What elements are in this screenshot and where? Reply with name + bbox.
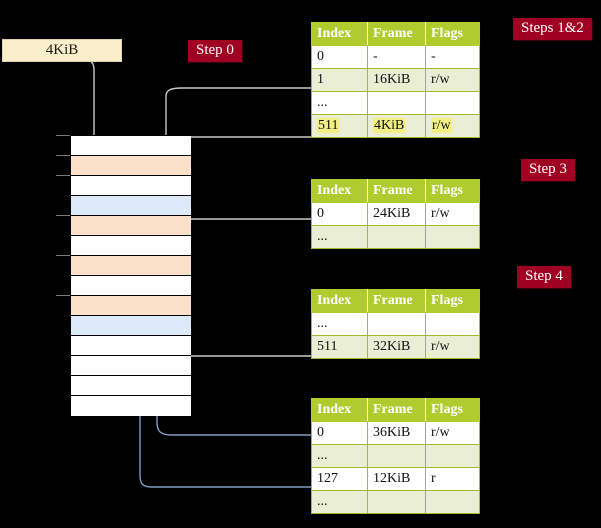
badge-steps-1-2: Steps 1&2 (513, 18, 592, 40)
table-cell (425, 444, 480, 468)
column-header-index: Index (311, 179, 368, 203)
table-cell: 4KiB (367, 114, 426, 138)
page-size-label: 4KiB (45, 42, 79, 58)
memory-tick (56, 295, 70, 296)
table-cell (367, 312, 426, 336)
highlighted-value: 4KiB (373, 118, 406, 133)
column-header-frame: Frame (367, 289, 426, 313)
table-cell: ... (311, 91, 368, 115)
table-cell: r/w (425, 114, 480, 138)
table-cell: ... (311, 225, 368, 249)
table-row: ... (311, 444, 480, 468)
memory-frame-row (71, 196, 191, 216)
memory-frame-row (71, 256, 191, 276)
memory-frame-row (71, 336, 191, 356)
memory-frame-row (71, 216, 191, 236)
table-cell: r/w (425, 202, 480, 226)
table-cell (425, 312, 480, 336)
column-header-index: Index (311, 22, 368, 46)
column-header-frame: Frame (367, 398, 426, 422)
memory-frame-row (71, 396, 191, 416)
table-cell: 16KiB (367, 68, 426, 92)
table-cell: ... (311, 444, 368, 468)
column-header-flags: Flags (425, 179, 480, 203)
memory-frame-row (71, 156, 191, 176)
table-cell (425, 225, 480, 249)
memory-frame-row (71, 276, 191, 296)
memory-frame-row (71, 316, 191, 336)
table-row: ... (311, 490, 480, 514)
memory-tick (56, 215, 70, 216)
table-cell (367, 225, 426, 249)
column-header-index: Index (311, 398, 368, 422)
table-cell: 0 (311, 202, 368, 226)
table-cell: r/w (425, 68, 480, 92)
table-cell: 32KiB (367, 335, 426, 359)
table-cell (425, 490, 480, 514)
memory-tick (56, 255, 70, 256)
table-cell: 1 (311, 68, 368, 92)
table-cell: - (367, 45, 426, 69)
table-cell (425, 91, 480, 115)
table-cell: r (425, 467, 480, 491)
table-cell (367, 490, 426, 514)
memory-frame-row (71, 136, 191, 156)
table-cell (367, 91, 426, 115)
memory-frame-row (71, 236, 191, 256)
table-cell: 24KiB (367, 202, 426, 226)
column-header-index: Index (311, 289, 368, 313)
table-cell: 0 (311, 421, 368, 445)
column-header-flags: Flags (425, 398, 480, 422)
table-cell: - (425, 45, 480, 69)
table-cell: r/w (425, 421, 480, 445)
column-header-frame: Frame (367, 22, 426, 46)
table-cell: 127 (311, 467, 368, 491)
table-cell: ... (311, 312, 368, 336)
memory-frame-row (71, 296, 191, 316)
table-row: 511 4KiB r/w (311, 114, 480, 138)
highlighted-value: 511 (317, 118, 340, 133)
table-cell: 36KiB (367, 421, 426, 445)
memory-tick (56, 135, 70, 136)
badge-step-4: Step 4 (517, 266, 571, 288)
table-cell: ... (311, 490, 368, 514)
highlighted-value: r/w (431, 118, 452, 133)
memory-frame-row (71, 376, 191, 396)
memory-tick (56, 175, 70, 176)
memory-frame-row (71, 356, 191, 376)
table-cell: 511 (311, 114, 368, 138)
table-row: ... (311, 225, 480, 249)
memory-tick (56, 155, 70, 156)
table-row: ... (311, 312, 480, 336)
table-cell: 0 (311, 45, 368, 69)
column-header-flags: Flags (425, 22, 480, 46)
table-row: 0-- (311, 45, 480, 69)
table-cell: 511 (311, 335, 368, 359)
memory-frame-row (71, 176, 191, 196)
table-cell (367, 444, 426, 468)
physical-memory-column (70, 135, 191, 416)
table-row: ... (311, 91, 480, 115)
column-header-frame: Frame (367, 179, 426, 203)
badge-step-0: Step 0 (188, 40, 242, 62)
badge-step-3: Step 3 (521, 159, 575, 181)
table-cell: r/w (425, 335, 480, 359)
column-header-flags: Flags (425, 289, 480, 313)
page-size-caption: 4KiB (2, 39, 122, 62)
table-cell: 12KiB (367, 467, 426, 491)
